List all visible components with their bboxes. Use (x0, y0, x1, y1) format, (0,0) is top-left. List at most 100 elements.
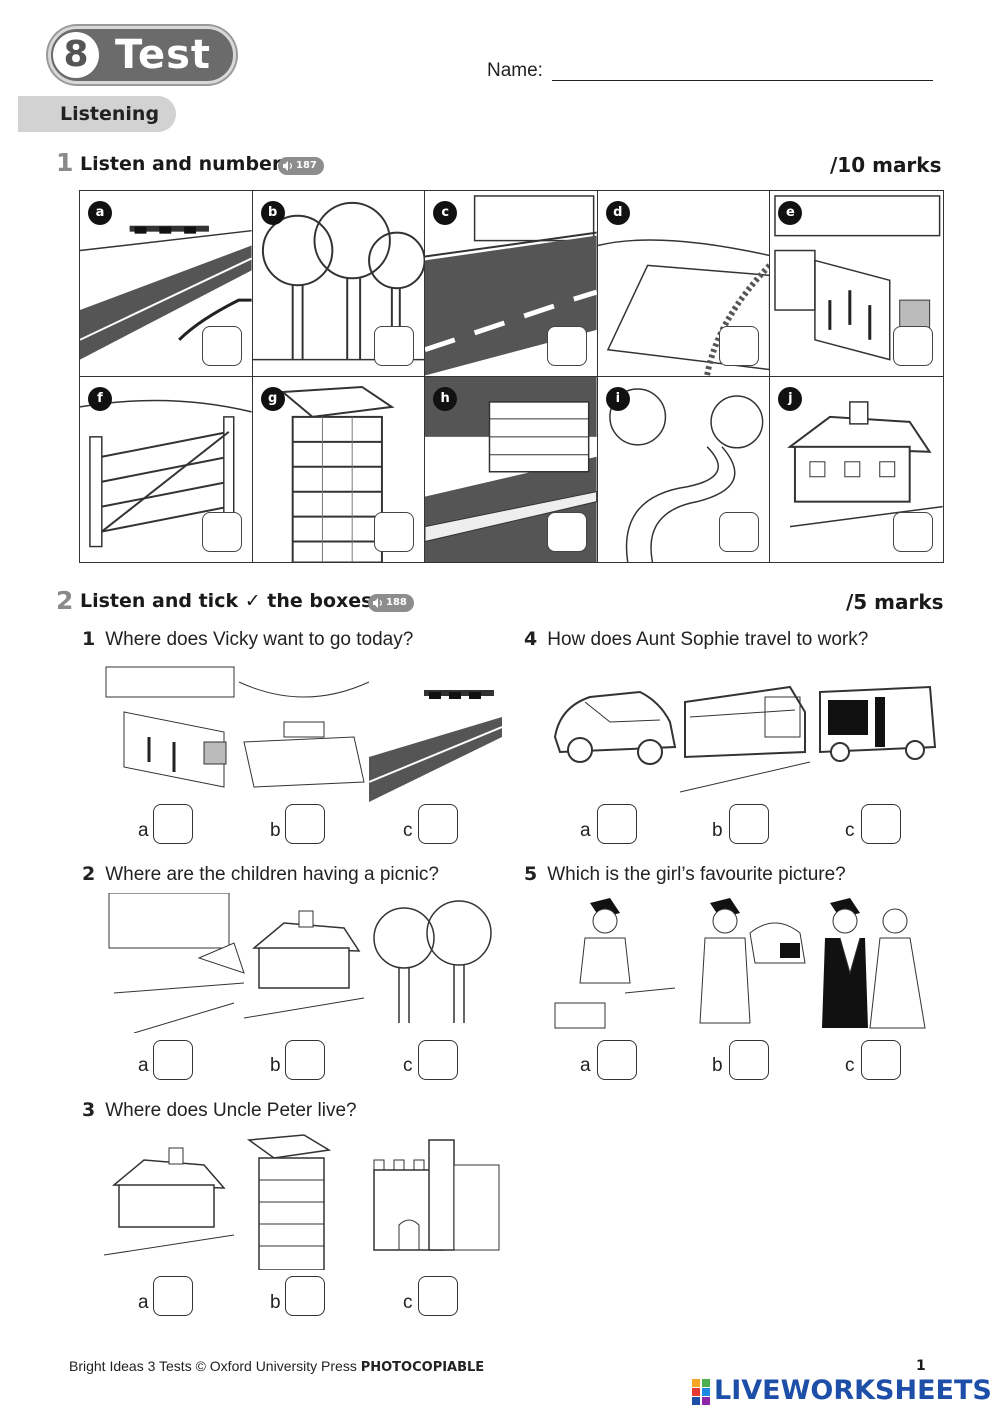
tick-box-5b[interactable] (729, 1040, 769, 1080)
tick-box-1a[interactable] (153, 804, 193, 844)
tick-box-4c[interactable] (861, 804, 901, 844)
question-number: 4 (524, 628, 538, 650)
option-label: c (845, 820, 855, 841)
picture-letter-f: f (88, 386, 112, 411)
cottage-icon (104, 1147, 235, 1256)
man-studying-icon (554, 898, 676, 1029)
tick-box-3c[interactable] (418, 1276, 458, 1316)
picture-letter-d: d (605, 201, 630, 225)
footer-copyright: Bright Ideas 3 Tests © Oxford University… (69, 1358, 484, 1375)
forest-trees-icon (373, 900, 492, 1023)
answer-box-i[interactable] (719, 512, 760, 552)
audio-track-chip-2[interactable]: 188 (368, 594, 414, 612)
option-label: b (712, 1055, 723, 1076)
wedding-couple-icon (822, 898, 926, 1029)
tick-box-3b[interactable] (285, 1276, 325, 1316)
wall-icon (425, 376, 597, 562)
picture-cell-g: g (252, 376, 426, 562)
liveworksheets-logo[interactable]: LIVEWORKSHEETS (692, 1373, 992, 1411)
castle-icon (373, 1139, 500, 1251)
park-umbrella-icon (108, 893, 245, 1033)
tick-box-4b[interactable] (729, 804, 769, 844)
answer-box-c[interactable] (546, 325, 587, 366)
option-label: c (403, 1055, 413, 1076)
motorway-road-icon (80, 225, 252, 360)
option-label: a (138, 1055, 149, 1076)
bus-icon (819, 685, 937, 762)
question-3-pictures (104, 1130, 502, 1270)
audio-track-number: 188 (386, 597, 407, 608)
test-title: Test (115, 32, 212, 78)
picture-letter-h: h (433, 386, 458, 411)
option-label: b (712, 820, 723, 841)
tick-box-3a[interactable] (153, 1276, 193, 1316)
tick-box-5c[interactable] (861, 1040, 901, 1080)
tick-box-2b[interactable] (285, 1040, 325, 1080)
question-text: Which is the girl’s favourite picture? (547, 864, 846, 885)
page-number: 1 (916, 1358, 926, 1374)
answer-box-d[interactable] (719, 325, 760, 366)
picture-letter-e: e (778, 201, 803, 225)
audio-track-chip[interactable]: 187 (278, 157, 324, 175)
tick-box-2c[interactable] (418, 1040, 458, 1080)
answer-box-h[interactable] (546, 512, 587, 552)
picture-letter-j: j (778, 386, 803, 411)
brand-name: LIVEWORKSHEETS (714, 1375, 992, 1406)
question-number: 3 (82, 1099, 96, 1121)
name-field[interactable] (552, 80, 933, 81)
option-label: a (580, 1055, 591, 1076)
liveworksheets-mark-icon (692, 1379, 710, 1405)
picture-cell-j: j (770, 376, 943, 562)
tick-box-1c[interactable] (418, 804, 458, 844)
man-farm-icon (699, 898, 806, 1024)
picture-cell-f: f (80, 376, 253, 562)
tick-box-2a[interactable] (153, 1040, 193, 1080)
option-label: c (403, 820, 413, 841)
exercise-1-number: 1 (56, 148, 74, 177)
car-icon (553, 690, 677, 765)
picture-cell-h: h (425, 376, 598, 562)
tick-box-1b[interactable] (285, 804, 325, 844)
question-number: 5 (524, 863, 538, 885)
tick-box-5a[interactable] (597, 1040, 637, 1080)
question-number: 1 (82, 628, 96, 650)
picture-cell-d: d (597, 191, 771, 377)
tower-block-icon (246, 1134, 332, 1270)
cottage-icon (243, 910, 365, 1019)
path-icon (608, 387, 764, 562)
option-label: a (580, 820, 591, 841)
picture-letter-b: b (260, 201, 285, 225)
option-label: b (270, 1055, 281, 1076)
party-table-icon (238, 681, 370, 788)
picture-letter-g: g (260, 386, 285, 411)
unit-test-badge: 8 Test (48, 26, 236, 84)
exercise-2-number: 2 (56, 586, 74, 615)
photocopiable-label: PHOTOCOPIABLE (360, 1360, 485, 1375)
picture-cell-i: i (597, 376, 771, 562)
picture-letter-a: a (88, 201, 112, 225)
picture-letter-i: i (605, 386, 630, 411)
name-label: Name: (487, 60, 543, 81)
question-text: Where does Uncle Peter live? (105, 1100, 357, 1121)
question-1-pictures (104, 662, 502, 802)
answer-box-b[interactable] (374, 325, 415, 366)
question-2-pictures (104, 893, 502, 1033)
question-5: 5 Which is the girl’s favourite picture? (524, 863, 846, 886)
option-label: b (270, 820, 281, 841)
option-label: b (270, 1292, 281, 1313)
picture-cell-c: c (425, 191, 598, 377)
answer-box-f[interactable] (201, 512, 242, 552)
picture-cell-a: a (80, 191, 253, 377)
tick-box-4a[interactable] (597, 804, 637, 844)
answer-box-j[interactable] (893, 512, 933, 552)
shopping-centre-icon (105, 666, 235, 788)
gate-icon (80, 399, 252, 547)
answer-box-e[interactable] (893, 325, 933, 366)
answer-box-a[interactable] (201, 325, 242, 366)
exercise-1-marks: /10 marks (830, 153, 942, 177)
question-4-pictures (550, 662, 938, 802)
answer-box-g[interactable] (374, 512, 415, 552)
audio-track-number: 187 (296, 160, 317, 171)
